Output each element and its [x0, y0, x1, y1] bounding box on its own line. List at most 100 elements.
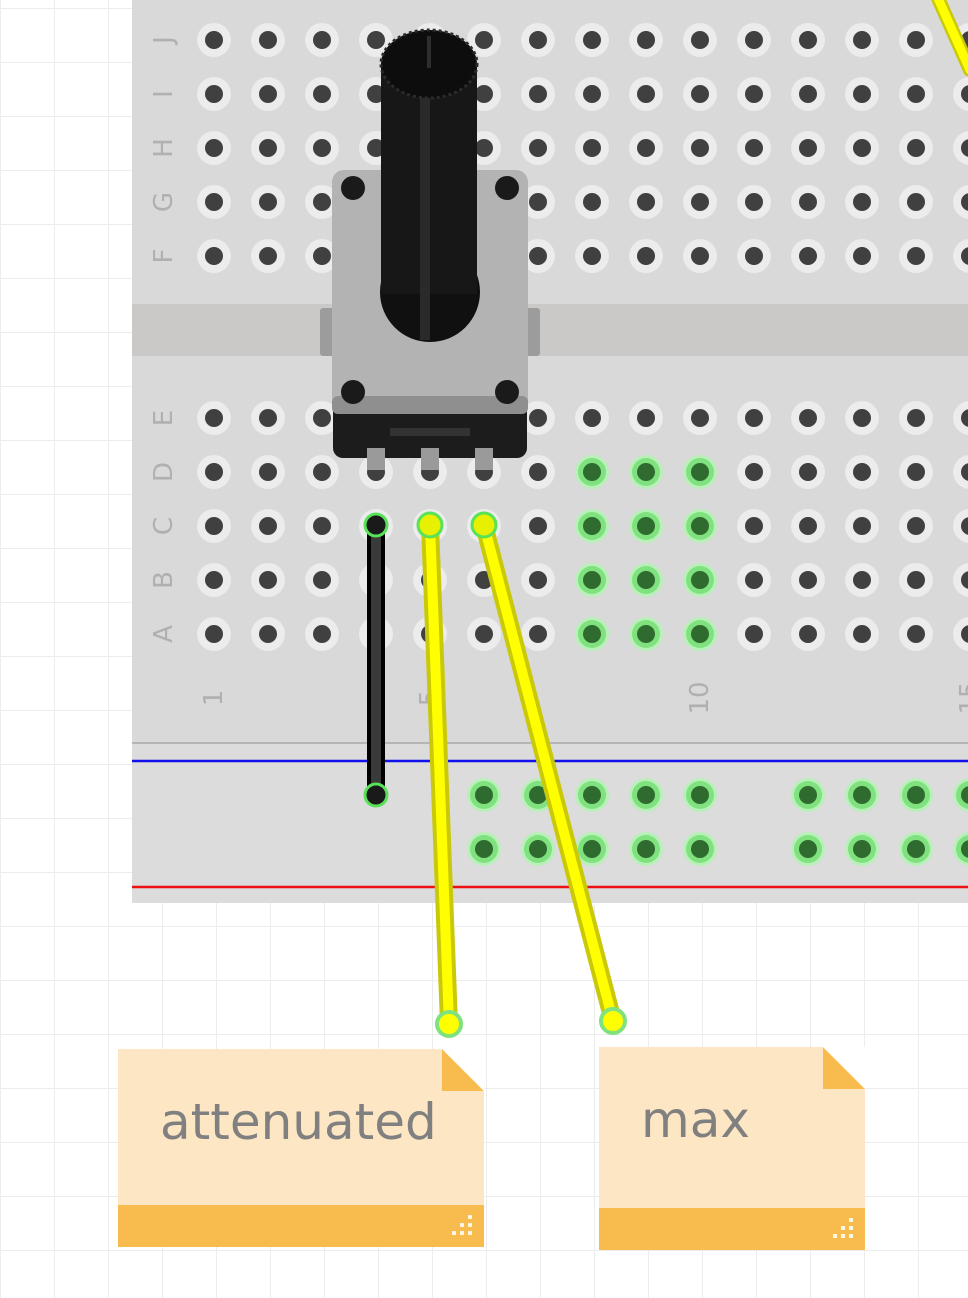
breadboard-hole[interactable] — [629, 131, 663, 165]
breadboard-hole[interactable] — [845, 77, 879, 111]
breadboard-hole[interactable] — [521, 23, 555, 57]
breadboard-hole[interactable] — [845, 131, 879, 165]
breadboard-hole[interactable] — [683, 185, 717, 219]
breadboard-hole[interactable] — [791, 77, 825, 111]
breadboard-hole[interactable] — [251, 131, 285, 165]
breadboard-hole[interactable] — [305, 455, 339, 489]
breadboard-hole[interactable] — [575, 239, 609, 273]
breadboard-hole[interactable] — [791, 455, 825, 489]
breadboard-hole[interactable] — [575, 563, 609, 597]
breadboard-hole[interactable] — [683, 455, 717, 489]
breadboard-hole[interactable] — [629, 509, 663, 543]
breadboard-hole[interactable] — [845, 778, 879, 812]
breadboard-hole[interactable] — [845, 401, 879, 435]
breadboard-hole[interactable] — [305, 617, 339, 651]
breadboard-hole[interactable] — [899, 509, 933, 543]
breadboard-hole[interactable] — [629, 401, 663, 435]
breadboard-hole[interactable] — [737, 563, 771, 597]
breadboard-hole[interactable] — [521, 617, 555, 651]
breadboard-hole[interactable] — [467, 832, 501, 866]
breadboard-hole[interactable] — [899, 455, 933, 489]
breadboard-hole[interactable] — [305, 77, 339, 111]
breadboard-hole[interactable] — [251, 401, 285, 435]
breadboard-hole[interactable] — [791, 23, 825, 57]
breadboard-hole[interactable] — [737, 455, 771, 489]
breadboard-hole[interactable] — [683, 509, 717, 543]
breadboard-hole[interactable] — [683, 23, 717, 57]
breadboard-hole[interactable] — [791, 239, 825, 273]
breadboard-hole[interactable] — [953, 563, 968, 597]
breadboard-hole[interactable] — [845, 617, 879, 651]
breadboard-hole[interactable] — [629, 778, 663, 812]
breadboard-hole[interactable] — [251, 77, 285, 111]
potentiometer[interactable] — [320, 28, 540, 470]
breadboard-hole[interactable] — [197, 185, 231, 219]
breadboard-hole[interactable] — [845, 23, 879, 57]
breadboard-hole[interactable] — [197, 563, 231, 597]
breadboard-hole[interactable] — [953, 401, 968, 435]
breadboard-hole[interactable] — [683, 563, 717, 597]
breadboard-hole[interactable] — [251, 617, 285, 651]
breadboard-hole[interactable] — [899, 778, 933, 812]
breadboard-hole[interactable] — [521, 832, 555, 866]
breadboard-hole[interactable] — [197, 455, 231, 489]
breadboard-hole[interactable] — [251, 239, 285, 273]
breadboard-hole[interactable] — [305, 23, 339, 57]
breadboard-hole[interactable] — [791, 832, 825, 866]
breadboard-hole[interactable] — [737, 401, 771, 435]
breadboard-hole[interactable] — [629, 77, 663, 111]
breadboard-hole[interactable] — [791, 185, 825, 219]
breadboard-hole[interactable] — [791, 131, 825, 165]
breadboard-hole[interactable] — [251, 563, 285, 597]
breadboard-hole[interactable] — [899, 239, 933, 273]
breadboard-hole[interactable] — [575, 131, 609, 165]
breadboard-hole[interactable] — [737, 77, 771, 111]
breadboard-hole[interactable] — [953, 77, 968, 111]
breadboard-hole[interactable] — [521, 131, 555, 165]
breadboard-hole[interactable] — [845, 185, 879, 219]
breadboard-hole[interactable] — [305, 401, 339, 435]
breadboard-hole[interactable] — [683, 239, 717, 273]
breadboard-hole[interactable] — [629, 563, 663, 597]
breadboard-hole[interactable] — [845, 509, 879, 543]
breadboard-hole[interactable] — [629, 832, 663, 866]
breadboard-hole[interactable] — [683, 77, 717, 111]
breadboard-hole[interactable] — [305, 563, 339, 597]
breadboard-hole[interactable] — [521, 509, 555, 543]
breadboard-hole[interactable] — [251, 185, 285, 219]
breadboard-hole[interactable] — [521, 77, 555, 111]
breadboard-hole[interactable] — [575, 832, 609, 866]
breadboard-hole[interactable] — [791, 509, 825, 543]
breadboard-hole[interactable] — [629, 23, 663, 57]
breadboard-hole[interactable] — [737, 185, 771, 219]
breadboard-hole[interactable] — [845, 455, 879, 489]
breadboard-hole[interactable] — [899, 401, 933, 435]
breadboard-hole[interactable] — [791, 401, 825, 435]
breadboard-hole[interactable] — [197, 239, 231, 273]
breadboard-hole[interactable] — [953, 239, 968, 273]
breadboard-hole[interactable] — [251, 455, 285, 489]
breadboard-hole[interactable] — [575, 455, 609, 489]
breadboard-hole[interactable] — [521, 185, 555, 219]
breadboard-hole[interactable] — [899, 131, 933, 165]
breadboard-hole[interactable] — [575, 185, 609, 219]
breadboard-hole[interactable] — [305, 239, 339, 273]
breadboard-hole[interactable] — [791, 617, 825, 651]
max-wire[interactable] — [475, 516, 622, 1030]
breadboard-hole[interactable] — [899, 832, 933, 866]
breadboard-hole[interactable] — [305, 509, 339, 543]
breadboard-hole[interactable] — [683, 832, 717, 866]
breadboard-hole[interactable] — [953, 832, 968, 866]
breadboard-hole[interactable] — [197, 617, 231, 651]
breadboard-hole[interactable] — [683, 401, 717, 435]
breadboard-hole[interactable] — [899, 617, 933, 651]
breadboard-hole[interactable] — [467, 617, 501, 651]
breadboard-hole[interactable] — [953, 617, 968, 651]
breadboard-hole[interactable] — [899, 23, 933, 57]
breadboard-hole[interactable] — [845, 239, 879, 273]
note-attenuated[interactable]: attenuated — [118, 1049, 484, 1247]
breadboard-hole[interactable] — [899, 563, 933, 597]
breadboard-hole[interactable] — [629, 617, 663, 651]
breadboard-hole[interactable] — [521, 563, 555, 597]
breadboard-hole[interactable] — [899, 77, 933, 111]
